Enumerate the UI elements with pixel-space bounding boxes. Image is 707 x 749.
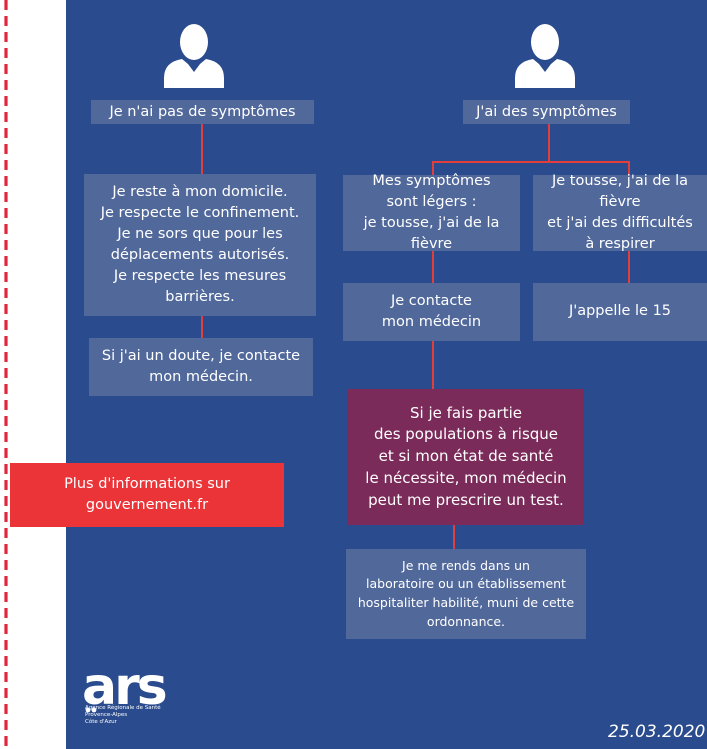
severe-symptoms-box: Je tousse, j'ai de la fièvre et j'ai des… [533, 173, 707, 252]
risk-population-text: Si je fais partie des populations à risq… [365, 403, 567, 509]
severe-symptoms-text: Je tousse, j'ai de la fièvre et j'ai des… [547, 172, 693, 253]
call-15-text: J'appelle le 15 [568, 303, 672, 320]
more-info-link[interactable]: Plus d'informations sur gouvernement.fr [10, 463, 284, 527]
contact-doctor-box: Je contacte mon médecin [343, 283, 520, 341]
person-icon [515, 24, 575, 88]
connector [432, 161, 434, 175]
ars-logo-tagline: Agence Régionale de Santé Provence-Alpes… [85, 705, 161, 725]
person-icon [164, 24, 224, 88]
stay-home-text: Je reste à mon domicile. Je respecte le … [100, 183, 300, 306]
more-info-text: Plus d'informations sur gouvernement.fr [64, 475, 230, 513]
mild-symptoms-text: Mes symptômes sont légers : je tousse, j… [363, 172, 500, 253]
laboratory-box: Je me rends dans un laboratoire ou un ét… [346, 549, 586, 639]
doubt-box: Si j'ai un doute, je contacte mon médeci… [89, 338, 313, 396]
connector [432, 161, 630, 163]
connector [628, 161, 630, 175]
ars-logo: ars [82, 660, 169, 717]
laboratory-text: Je me rends dans un laboratoire ou un ét… [357, 557, 575, 629]
connector [432, 251, 434, 283]
risk-population-box: Si je fais partie des populations à risq… [348, 389, 584, 525]
doubt-text: Si j'ai un doute, je contacte mon médeci… [101, 347, 301, 385]
connector [453, 525, 455, 549]
connector [628, 251, 630, 283]
date-label: 25.03.2020 [608, 722, 706, 742]
symptoms-header: J'ai des symptômes [463, 100, 630, 124]
ars-logo-text: ars [82, 660, 166, 717]
stay-home-box: Je reste à mon domicile. Je respecte le … [84, 174, 316, 316]
connector [432, 341, 434, 389]
connector [548, 124, 550, 162]
contact-doctor-text: Je contacte mon médecin [381, 292, 482, 330]
no-symptoms-header: Je n'ai pas de symptômes [91, 100, 314, 124]
dashed-border [4, 0, 8, 749]
connector [201, 316, 203, 338]
mild-symptoms-box: Mes symptômes sont légers : je tousse, j… [343, 173, 520, 252]
connector [201, 124, 203, 174]
call-15-box: J'appelle le 15 [533, 283, 707, 341]
